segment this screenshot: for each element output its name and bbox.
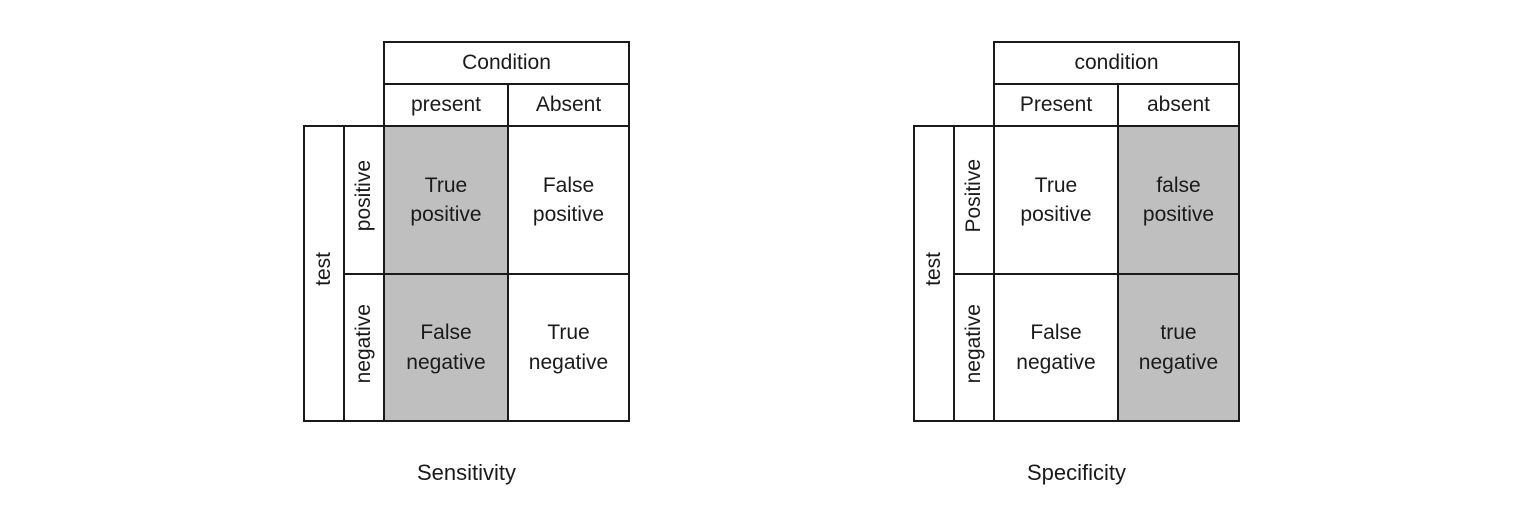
row-label: positive [352,160,376,232]
sensitivity-figure: Condition present Absent test positive T… [303,41,631,486]
cell-true-negative: True negative [506,273,631,422]
row-group-header-test: test [913,125,955,422]
empty-corner [914,42,994,126]
cell-true-negative: true negative [1117,273,1240,422]
figure-caption-specificity: Specificity [1026,460,1127,485]
specificity-figure: condition Present absent test Positive T… [913,41,1240,486]
empty-corner [304,42,384,126]
cell-false-positive: False positive [506,125,631,275]
row-header-positive: Positive [953,125,995,275]
row-group-header-test: test [303,125,345,422]
col-header-present: present [383,83,509,127]
specificity-matrix-table: condition Present absent test Positive T… [913,41,1240,422]
col-header-absent: absent [1117,83,1240,127]
row-group-label: test [312,252,336,287]
condition-group-header: condition [993,41,1240,85]
figure-caption-sensitivity: Sensitivity [416,460,517,485]
row-label: Positive [962,159,986,233]
cell-false-positive: false positive [1117,125,1240,275]
col-header-present: Present [993,83,1119,127]
sensitivity-matrix-table: Condition present Absent test positive T… [303,41,631,422]
row-header-negative: negative [953,273,995,422]
cell-false-negative: False negative [383,273,509,422]
row-group-label: test [922,252,946,287]
condition-group-header: Condition [382,41,631,85]
row-label: negative [352,303,376,383]
row-header-negative: negative [343,273,385,422]
col-header-absent: Absent [506,83,631,127]
row-header-positive: positive [343,125,385,275]
cell-true-positive: True positive [993,125,1119,275]
cell-false-negative: False negative [993,273,1119,422]
cell-true-positive: True positive [383,125,509,275]
row-label: negative [962,303,986,383]
